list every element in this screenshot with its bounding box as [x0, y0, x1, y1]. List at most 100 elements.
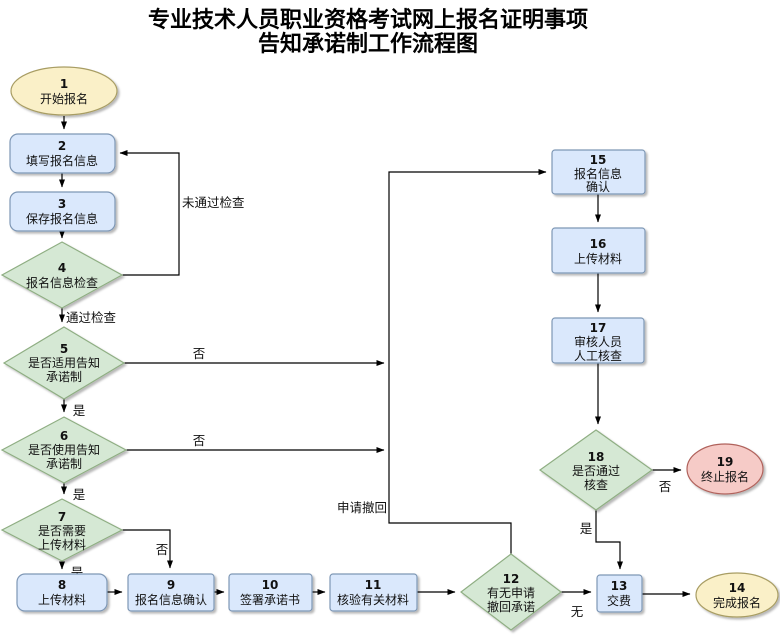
- node-info-confirm-2-shape: [551, 149, 646, 195]
- node-review-pass-decision: 18 是否通过 核查: [538, 429, 654, 511]
- node-withdraw-decision: 12 有无申请 撤回承诺: [460, 553, 562, 631]
- node-upload-materials-shape: [16, 573, 108, 612]
- node-applicable-decision-num: 5: [60, 342, 68, 356]
- edge-label-yes5: 是: [73, 403, 86, 418]
- node-complete-shape: [695, 572, 779, 618]
- node-use-decision-shape: [0, 416, 128, 484]
- node-review-pass-decision-label1: 是否通过: [572, 464, 620, 478]
- node-info-confirm-num: 9: [167, 578, 175, 592]
- node-complete-num: 14: [729, 581, 746, 595]
- edge-label-no7: 否: [156, 542, 169, 557]
- node-verify-materials-label: 核验有关材料: [337, 592, 409, 607]
- flowchart-title-line2: 告知承诺制工作流程图: [258, 31, 478, 57]
- node-use-decision-num: 6: [60, 429, 68, 443]
- node-info-confirm-2-num: 15: [590, 153, 607, 167]
- node-use-decision-label2: 承诺制: [46, 457, 82, 471]
- node-need-upload-decision: 7 是否需要 上传材料: [0, 498, 124, 562]
- edge-label-pass: 通过检查: [66, 310, 117, 325]
- node-fill-info-label: 填写报名信息: [26, 153, 98, 168]
- node-manual-review-num: 17: [590, 321, 607, 335]
- node-terminate-shape: [686, 443, 764, 495]
- node-save-info: 3 保存报名信息: [9, 191, 116, 232]
- node-verify-materials-shape: [329, 573, 418, 612]
- node-withdraw-decision-label1: 有无申请: [487, 586, 535, 600]
- node-fill-info-shape: [9, 133, 116, 174]
- node-upload-materials-2: 16 上传材料: [551, 227, 646, 274]
- node-withdraw-decision-shape: [460, 553, 562, 631]
- edges: [59, 116, 691, 597]
- edge-label-no5: 否: [193, 346, 206, 361]
- node-upload-materials-label: 上传材料: [38, 592, 86, 607]
- node-withdraw-decision-label2: 撤回承诺: [487, 599, 535, 614]
- node-need-upload-decision-shape: [0, 498, 124, 562]
- node-pay-shape: [596, 574, 643, 613]
- node-fill-info: 2 填写报名信息: [9, 133, 116, 174]
- node-use-decision: 6 是否使用告知 承诺制: [0, 416, 128, 484]
- flowchart-title-line1: 专业技术人员职业资格考试网上报名证明事项: [148, 7, 588, 33]
- node-pay-num: 13: [611, 579, 628, 593]
- node-sign-commitment: 10 签署承诺书: [228, 573, 313, 612]
- node-manual-review-shape: [551, 317, 645, 364]
- node-fill-info-num: 2: [58, 139, 66, 153]
- node-need-upload-decision-label1: 是否需要: [38, 524, 86, 538]
- node-applicable-decision: 5 是否适用告知 承诺制: [2, 326, 126, 400]
- node-terminate-label: 终止报名: [701, 469, 749, 484]
- node-complete: 14 完成报名: [695, 572, 779, 618]
- edge-label-no18: 否: [659, 479, 672, 494]
- node-info-confirm-label: 报名信息确认: [135, 592, 207, 607]
- node-use-decision-label1: 是否使用告知: [28, 442, 100, 457]
- edge-check-fail-loop: [119, 150, 180, 276]
- node-review-pass-decision-label2: 核查: [584, 478, 608, 492]
- node-applicable-decision-label2: 承诺制: [46, 370, 82, 384]
- node-info-check-label: 报名信息检查: [26, 275, 98, 290]
- node-verify-materials-num: 11: [365, 578, 382, 592]
- node-start-shape: [10, 66, 118, 116]
- node-save-info-label: 保存报名信息: [26, 211, 98, 226]
- node-start: 1 开始报名: [10, 66, 118, 116]
- node-verify-materials: 11 核验有关材料: [329, 573, 418, 612]
- node-info-check-num: 4: [58, 261, 66, 275]
- node-pay: 13 交费: [596, 574, 643, 613]
- node-pay-label: 交费: [607, 593, 631, 608]
- node-save-info-num: 3: [58, 197, 66, 211]
- edge-label-not-pass: 未通过检查: [182, 195, 245, 210]
- edge-label-yes18: 是: [580, 521, 593, 536]
- edge-label-withdraw: 申请撤回: [337, 500, 387, 515]
- node-info-confirm-2: 15 报名信息 确认: [551, 149, 646, 195]
- node-manual-review-label2: 人工核查: [574, 349, 622, 363]
- node-terminate-num: 19: [717, 455, 734, 469]
- node-sign-commitment-num: 10: [262, 578, 279, 592]
- edge-label-none12: 无: [571, 604, 584, 619]
- edge-label-no6: 否: [193, 433, 206, 448]
- node-withdraw-decision-num: 12: [503, 572, 520, 586]
- node-info-check-shape: [0, 241, 124, 309]
- edge-needupload-no: [122, 529, 173, 569]
- edge-pass-yes-to-pay: [595, 510, 623, 570]
- node-complete-label: 完成报名: [713, 595, 761, 610]
- node-info-confirm: 9 报名信息确认: [127, 573, 215, 612]
- node-upload-materials-2-label: 上传材料: [574, 251, 622, 266]
- node-info-check: 4 报名信息检查: [0, 241, 124, 309]
- edge-labels: 未通过检查 通过检查 否 是 否 是 否 是 申请撤回 无 是 否: [66, 195, 671, 619]
- node-sign-commitment-shape: [228, 573, 313, 612]
- node-terminate: 19 终止报名: [686, 443, 764, 495]
- node-save-info-shape: [9, 191, 116, 232]
- node-sign-commitment-label: 签署承诺书: [240, 592, 300, 607]
- node-upload-materials-num: 8: [58, 578, 66, 592]
- node-upload-materials-2-num: 16: [590, 237, 607, 251]
- node-upload-materials: 8 上传材料: [16, 573, 108, 612]
- node-start-label: 开始报名: [40, 91, 88, 106]
- node-upload-materials-2-shape: [551, 227, 646, 274]
- node-review-pass-decision-shape: [538, 429, 654, 511]
- edge-withdraw-to-confirm2: [388, 169, 547, 554]
- node-applicable-decision-label1: 是否适用告知: [28, 356, 100, 370]
- node-applicable-decision-shape: [2, 326, 126, 400]
- node-review-pass-decision-num: 18: [588, 450, 605, 464]
- node-need-upload-decision-num: 7: [58, 510, 66, 524]
- node-info-confirm-2-label1: 报名信息: [574, 166, 622, 181]
- node-info-confirm-shape: [127, 573, 215, 612]
- node-manual-review-label1: 审核人员: [574, 334, 622, 349]
- node-info-confirm-2-label2: 确认: [586, 180, 610, 194]
- node-manual-review: 17 审核人员 人工核查: [551, 317, 645, 364]
